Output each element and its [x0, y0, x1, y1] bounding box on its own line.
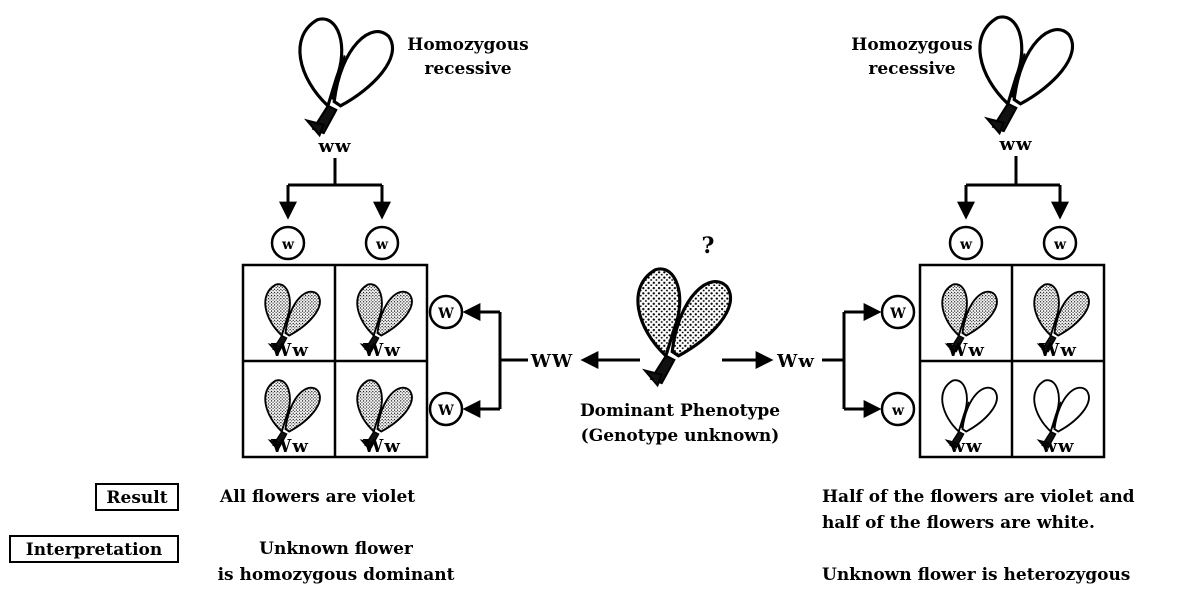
left-hypothesis-branch	[462, 303, 528, 418]
svg-text:w: w	[891, 403, 905, 419]
left-gamete-w-2: w	[364, 225, 400, 261]
svg-text:Ww: Ww	[362, 340, 401, 361]
left-offspring-4: Ww	[356, 379, 413, 457]
right-result-line1: Half of the flowers are violet and	[822, 487, 1135, 507]
unknown-mark: ?	[702, 233, 715, 259]
right-parent-flower	[978, 15, 1075, 135]
svg-text:ww: ww	[949, 436, 983, 457]
left-parent-genotype: ww	[318, 136, 352, 157]
left-parent-title-line1: Homozygous	[407, 35, 528, 55]
svg-text:Interpretation: Interpretation	[26, 540, 162, 560]
right-gamete-W: W	[880, 294, 916, 330]
right-offspring-1: Ww	[941, 283, 998, 361]
left-offspring-1: Ww	[264, 283, 321, 361]
right-result-line2: half of the flowers are white.	[822, 513, 1095, 533]
left-parent-flower	[298, 17, 395, 137]
left-hypothesis-genotype: WW	[530, 351, 573, 372]
result-tag: Result	[95, 483, 179, 511]
left-gamete-w-1: w	[270, 225, 306, 261]
right-parent-title-line2: recessive	[868, 59, 955, 79]
svg-text:Ww: Ww	[270, 340, 309, 361]
right-offspring-2: Ww	[1033, 283, 1090, 361]
svg-text:Ww: Ww	[270, 436, 309, 457]
right-interpretation-text: Unknown flower is heterozygous	[822, 565, 1130, 585]
svg-text:ww: ww	[1041, 436, 1075, 457]
left-result-text: All flowers are violet	[219, 487, 415, 507]
left-parent-title-line2: recessive	[424, 59, 511, 79]
left-interpretation-line2: is homozygous dominant	[218, 565, 455, 585]
svg-text:Ww: Ww	[1038, 340, 1077, 361]
left-parent-branch	[279, 158, 391, 220]
svg-text:W: W	[889, 306, 906, 322]
svg-text:Ww: Ww	[946, 340, 985, 361]
unknown-dominant-flower	[636, 267, 733, 387]
right-parent-genotype: ww	[999, 134, 1033, 155]
center-label-line2: (Genotype unknown)	[581, 426, 780, 446]
svg-text:Result: Result	[106, 488, 167, 508]
right-hypothesis-branch	[822, 303, 882, 418]
left-offspring-2: Ww	[356, 283, 413, 361]
left-gamete-W-2: W	[428, 391, 464, 427]
svg-text:W: W	[437, 306, 454, 322]
svg-text:w: w	[959, 237, 973, 253]
svg-text:W: W	[437, 403, 454, 419]
right-gamete-w-3: w	[880, 391, 916, 427]
left-gamete-W-1: W	[428, 294, 464, 330]
left-offspring-3: Ww	[264, 379, 321, 457]
right-offspring-3: ww	[941, 379, 998, 457]
left-interpretation-line1: Unknown flower	[259, 539, 414, 559]
right-gamete-w-2: w	[1042, 225, 1078, 261]
right-offspring-4: ww	[1033, 379, 1090, 457]
svg-text:w: w	[281, 237, 295, 253]
right-parent-title-line1: Homozygous	[851, 35, 972, 55]
right-gamete-w-1: w	[948, 225, 984, 261]
svg-text:w: w	[1053, 237, 1067, 253]
interpretation-tag: Interpretation	[9, 535, 179, 563]
svg-text:Ww: Ww	[362, 436, 401, 457]
right-parent-branch	[957, 156, 1069, 220]
svg-text:w: w	[375, 237, 389, 253]
center-label-line1: Dominant Phenotype	[580, 401, 780, 421]
right-hypothesis-genotype: Ww	[776, 351, 815, 372]
